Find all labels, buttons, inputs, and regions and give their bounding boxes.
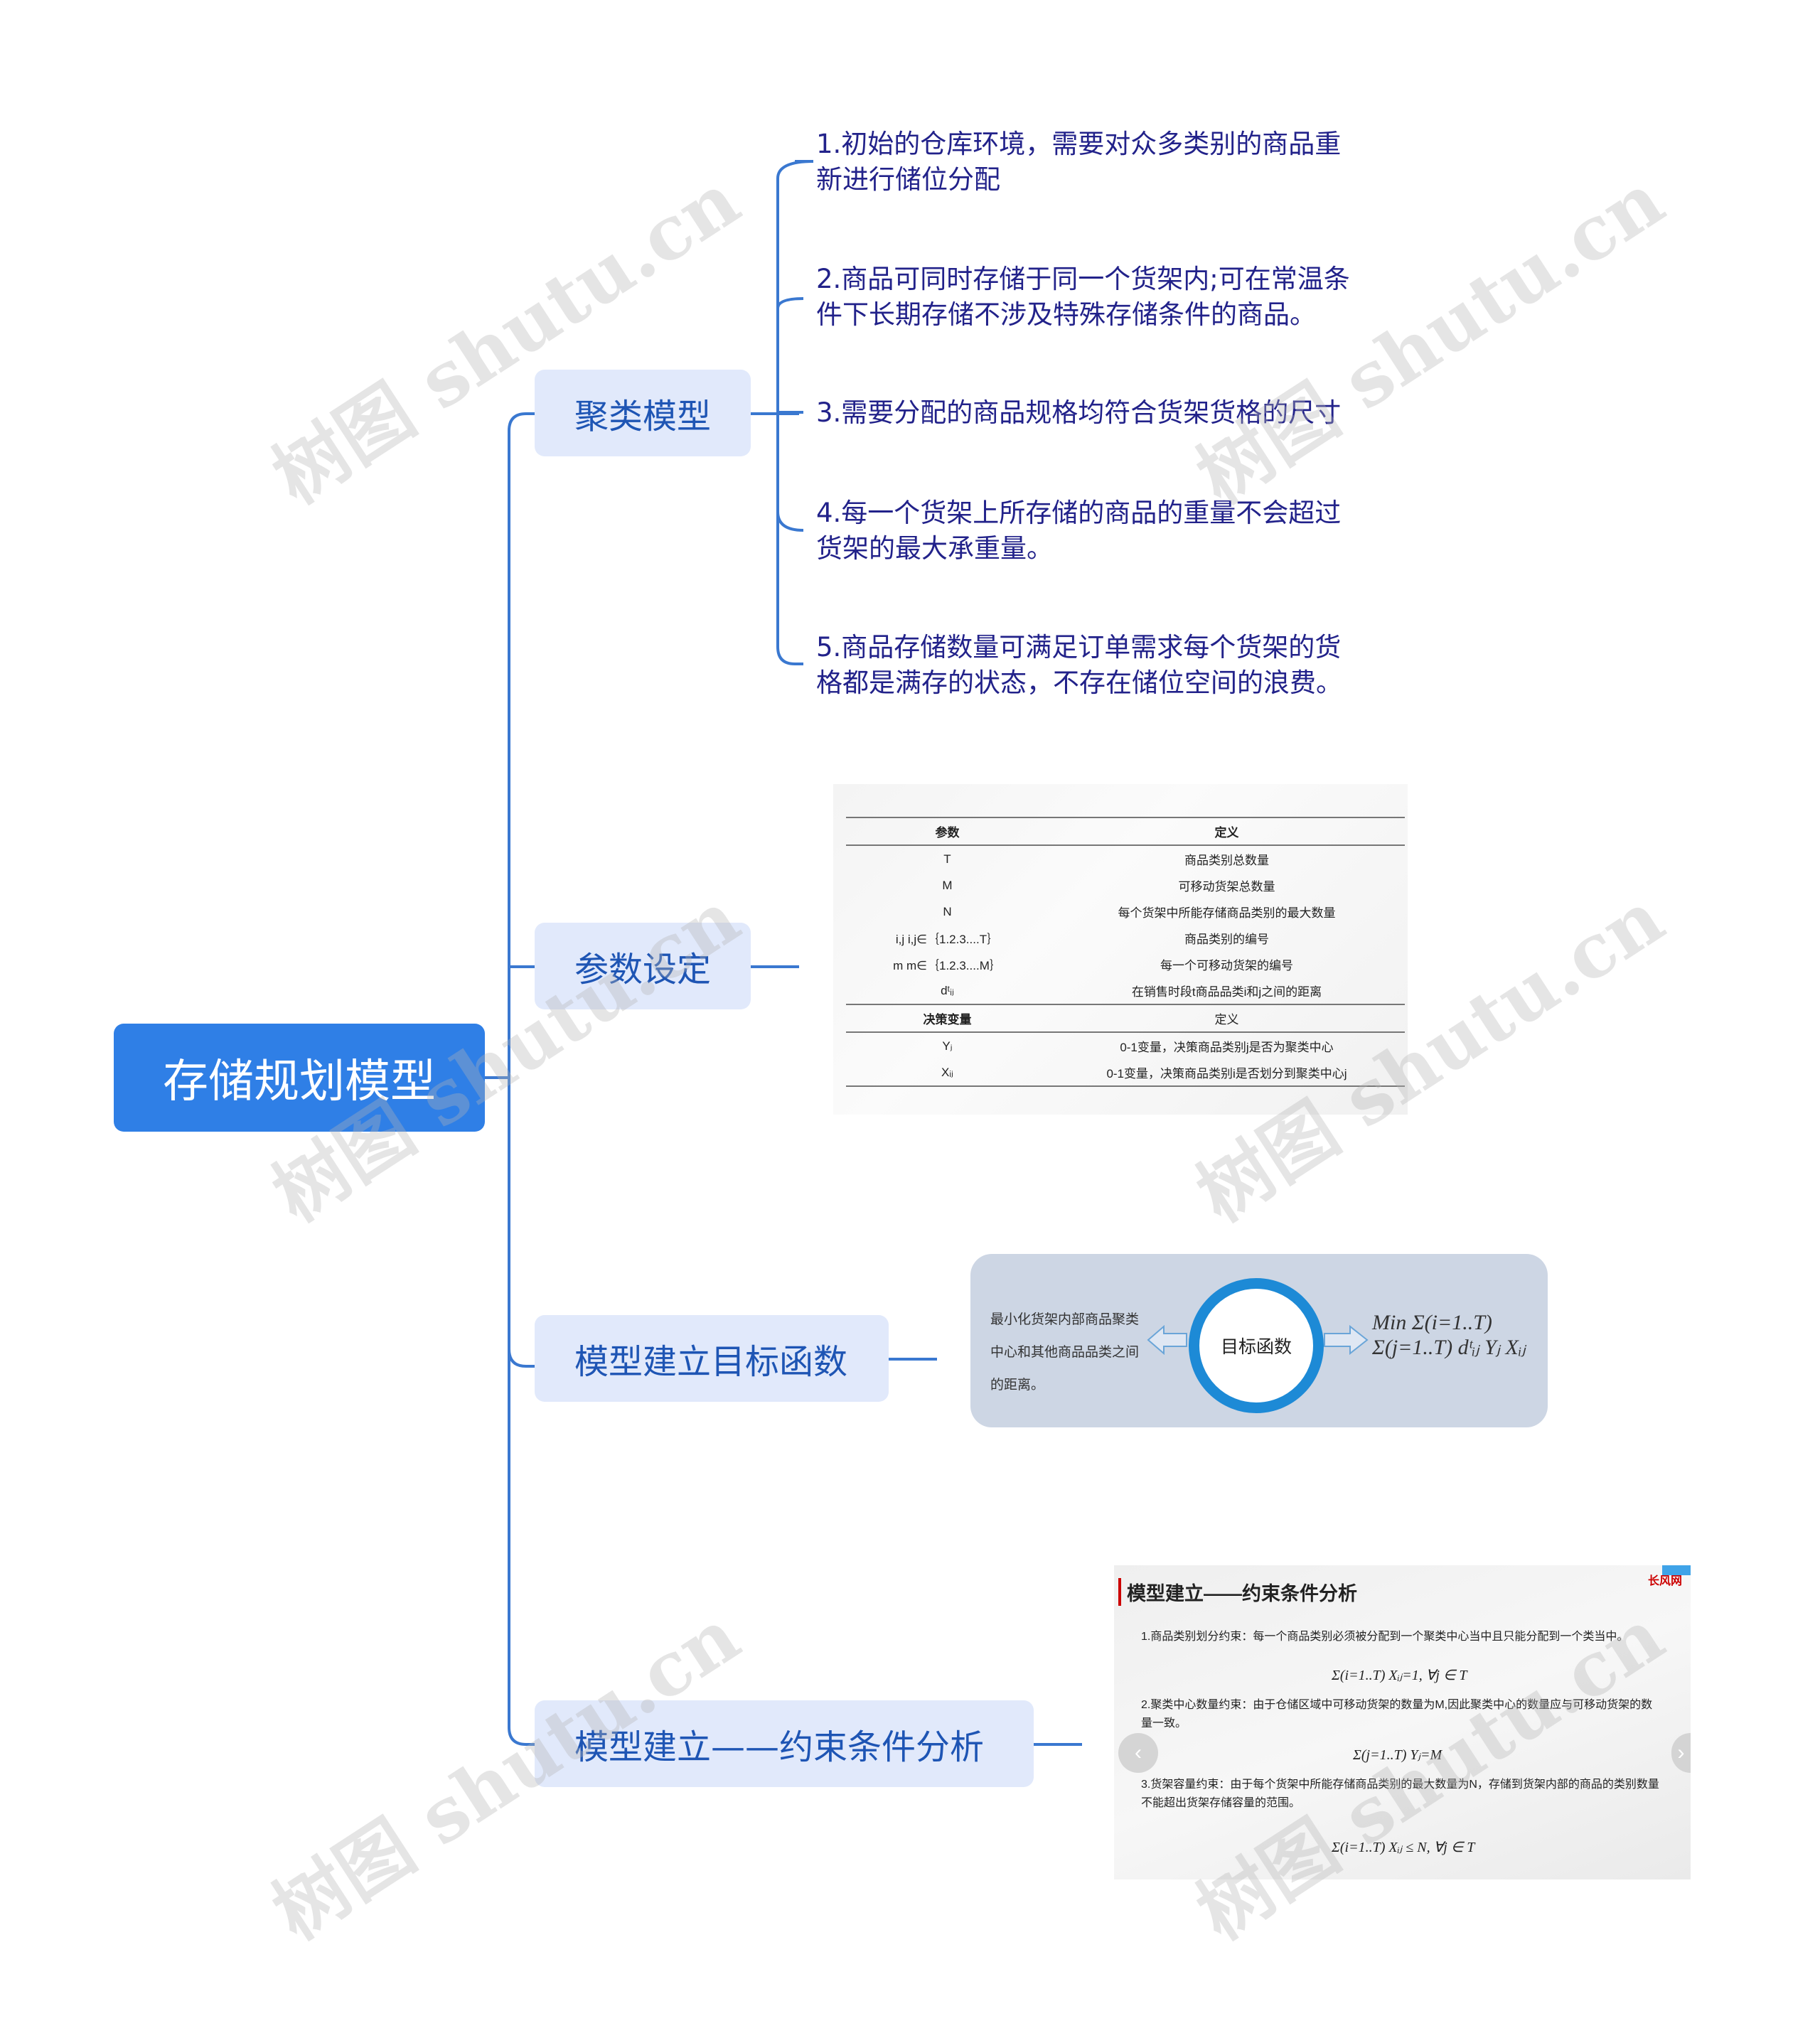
table-cell: 可移动货架总数量 [1178,880,1275,894]
logo-badge [1662,1565,1691,1575]
left-arrow-icon [1147,1324,1187,1356]
table-cell: Yⱼ [942,1039,953,1053]
table-cell: N [943,904,952,918]
objective-formula: Min Σ(i=1..T) Σ(j=1..T) dᵗᵢⱼ Yⱼ Xᵢⱼ [1372,1311,1526,1359]
table-row: N 每个货架中所能存储商品类别的最大数量 [846,899,1405,925]
table-cell: 0-1变量，决策商品类别i是否划分到聚类中心j [1049,1059,1405,1087]
prev-slide-button[interactable]: ‹ [1118,1733,1158,1773]
table-cell: 商品类别的编号 [1184,933,1269,946]
table-header-cell: 定义 [1049,817,1405,846]
constraint-1-text: 1.商品类别划分约束：每一个商品类别必须被分配到一个聚类中心当中且只能分配到一个… [1141,1631,1629,1643]
table-row: Yⱼ 0-1变量，决策商品类别j是否为聚类中心 [846,1032,1405,1059]
constraint-1-formula: Σ(i=1..T) Xᵢⱼ=1, ∀j ∈ T [1332,1668,1467,1683]
objective-function-image[interactable]: 最小化货架内部商品聚类中心和其他商品品类之间的距离。 目标函数 Min Σ(i=… [970,1254,1548,1427]
leaf-item-1[interactable]: 1.初始的仓库环境，需要对众多类别的商品重新进行储位分配 [816,129,1342,195]
constraint-analysis-image[interactable]: 模型建立——约束条件分析 长风网 1.商品类别划分约束：每一个商品类别必须被分配… [1114,1565,1691,1879]
table-row: M 可移动货架总数量 [846,872,1405,899]
constraint-2-text: 2.聚类中心数量约束：由于仓储区域中可移动货架的数量为M,因此聚类中心的数量应与… [1141,1699,1653,1729]
objective-description: 最小化货架内部商品聚类中心和其他商品品类之间的距离。 [990,1312,1140,1393]
right-arrow-icon [1324,1324,1369,1356]
table-cell: m m∈｛1.2.3....M｝ [893,959,1002,972]
branch-constraint-analysis[interactable]: 模型建立——约束条件分析 [535,1700,1034,1787]
table-cell: 每个货架中所能存储商品类别的最大数量 [1118,906,1336,920]
parameter-table: 参数 定义 T 商品类别总数量 M 可移动货架总数量 N 每个货架中所能存储商品类别的… [846,817,1405,1087]
table-cell: 商品类别总数量 [1184,854,1269,867]
table-cell: i,j i,j∈｛1.2.3....T｝ [895,933,1000,946]
parameter-table-image[interactable]: 参数 定义 T 商品类别总数量 M 可移动货架总数量 N 每个货架中所能存储商品类别的… [833,784,1408,1115]
leaf-item-3[interactable]: 3.需要分配的商品规格均符合货架货格的尺寸 [816,397,1342,428]
branch-objective-function[interactable]: 模型建立目标函数 [535,1315,889,1402]
constraint-3-text: 3.货架容量约束：由于每个货架中所能存储商品类别的最大数量为N，存储到货架内部的… [1141,1779,1659,1809]
constraint-slide-title: 模型建立——约束条件分析 [1118,1578,1357,1606]
logo: 长风网 [1647,1575,1682,1587]
branch-cluster-model[interactable]: 聚类模型 [535,370,751,456]
table-cell: dᵗᵢⱼ [941,983,954,997]
table-header-cell: 决策变量 [846,1004,1049,1033]
table-header-cell: 参数 [846,817,1049,846]
leaf-item-5[interactable]: 5.商品存储数量可满足订单需求每个货架的货格都是满存的状态，不存在储位空间的浪费… [816,632,1342,698]
constraint-3-formula: Σ(i=1..T) Xᵢⱼ ≤ N, ∀j ∈ T [1332,1840,1475,1855]
table-cell: 在销售时段t商品品类i和j之间的距离 [1131,985,1322,999]
objective-circle: 目标函数 [1189,1278,1324,1413]
table-row: T 商品类别总数量 [846,845,1405,872]
table-row: dᵗᵢⱼ 在销售时段t商品品类i和j之间的距离 [846,977,1405,1004]
next-slide-button[interactable]: › [1671,1733,1691,1773]
branch-parameter-setting[interactable]: 参数设定 [535,923,751,1009]
table-cell: Xᵢⱼ [846,1059,1049,1087]
table-cell: T [943,852,951,866]
objective-center-label: 目标函数 [1220,1337,1292,1357]
constraint-2-formula: Σ(j=1..T) Yⱼ=M [1353,1747,1442,1763]
table-cell: M [942,878,953,892]
table-cell: 0-1变量，决策商品类别j是否为聚类中心 [1120,1041,1334,1054]
table-row: m m∈｛1.2.3....M｝ 每一个可移动货架的编号 [846,951,1405,977]
root-node[interactable]: 存储规划模型 [114,1024,485,1132]
leaf-item-4[interactable]: 4.每一个货架上所存储的商品的重量不会超过货架的最大承重量。 [816,498,1342,564]
leaf-item-2[interactable]: 2.商品可同时存储于同一个货架内;可在常温条件下长期存储不涉及特殊存储条件的商品… [816,264,1350,330]
table-cell: 每一个可移动货架的编号 [1160,959,1293,972]
table-header-cell: 定义 [1049,1004,1405,1033]
table-row: i,j i,j∈｛1.2.3....T｝ 商品类别的编号 [846,925,1405,951]
